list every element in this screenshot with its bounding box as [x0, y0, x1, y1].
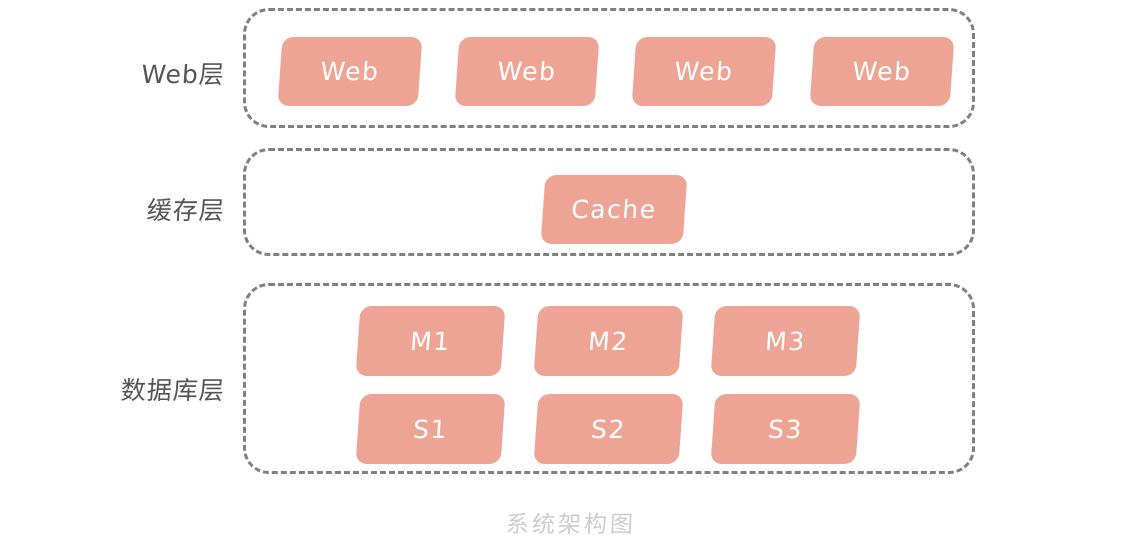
node-label: Web — [319, 57, 381, 86]
layer-group-database — [243, 283, 975, 474]
node-database-s1-3[interactable]: S1 — [355, 394, 506, 464]
node-label: M1 — [409, 326, 452, 356]
node-database-s2-4[interactable]: S2 — [533, 394, 684, 464]
node-label: Web — [673, 57, 735, 86]
node-web-web-3[interactable]: Web — [809, 37, 955, 106]
layer-label-cache: 缓存层 — [145, 196, 226, 225]
node-web-web-0[interactable]: Web — [277, 37, 423, 106]
layer-label-database: 数据库层 — [119, 376, 226, 405]
layer-group-web — [243, 8, 975, 128]
node-label: M2 — [587, 326, 630, 356]
node-database-m2-1[interactable]: M2 — [533, 306, 684, 376]
node-label: Web — [496, 57, 558, 86]
node-label: Cache — [570, 195, 658, 224]
node-web-web-2[interactable]: Web — [631, 37, 777, 106]
node-label: M3 — [764, 326, 807, 356]
node-label: S2 — [590, 414, 627, 444]
node-web-web-1[interactable]: Web — [454, 37, 600, 106]
node-database-m1-0[interactable]: M1 — [355, 306, 506, 376]
diagram-caption: 系统架构图 — [505, 512, 637, 538]
node-label: S3 — [767, 414, 804, 444]
node-label: S1 — [412, 414, 449, 444]
node-database-m3-2[interactable]: M3 — [710, 306, 861, 376]
node-label: Web — [851, 57, 913, 86]
node-database-s3-5[interactable]: S3 — [710, 394, 861, 464]
layer-group-cache — [243, 148, 975, 256]
node-cache-cache-0[interactable]: Cache — [540, 175, 688, 244]
layer-label-web: Web层 — [140, 60, 226, 89]
